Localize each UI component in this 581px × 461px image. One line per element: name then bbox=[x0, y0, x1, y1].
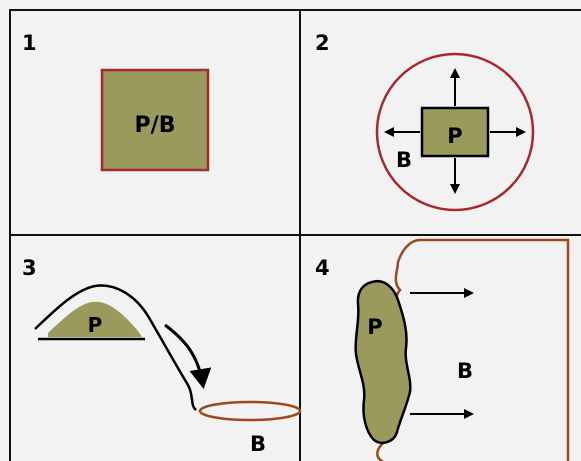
panel-4: 4 P B bbox=[315, 238, 570, 461]
combined-label: P/B bbox=[135, 113, 176, 138]
panel-1: 1 P/B bbox=[22, 31, 210, 172]
panel-grid bbox=[9, 9, 581, 461]
core-label: P bbox=[367, 315, 382, 339]
basin-ellipse bbox=[198, 400, 302, 422]
combined-square bbox=[100, 68, 210, 172]
core-square bbox=[420, 106, 490, 158]
panel-number: 2 bbox=[315, 31, 330, 55]
pile-mound bbox=[48, 301, 142, 337]
panel-number: 4 bbox=[315, 256, 330, 280]
panel-3: 3 P B bbox=[22, 256, 302, 456]
panel-2: 2 P B bbox=[315, 31, 535, 212]
basin-label: B bbox=[250, 432, 266, 456]
irregular-core bbox=[354, 279, 412, 444]
region-label: B bbox=[457, 359, 473, 383]
flow-arrow bbox=[164, 323, 212, 389]
panel-number: 1 bbox=[22, 31, 37, 55]
pile-label: P bbox=[88, 313, 103, 337]
core-label: P bbox=[447, 124, 462, 148]
hill-outline bbox=[34, 284, 197, 411]
boundary-label: B bbox=[396, 148, 412, 172]
panel-number: 3 bbox=[22, 256, 37, 280]
boundary-circle bbox=[375, 52, 535, 212]
